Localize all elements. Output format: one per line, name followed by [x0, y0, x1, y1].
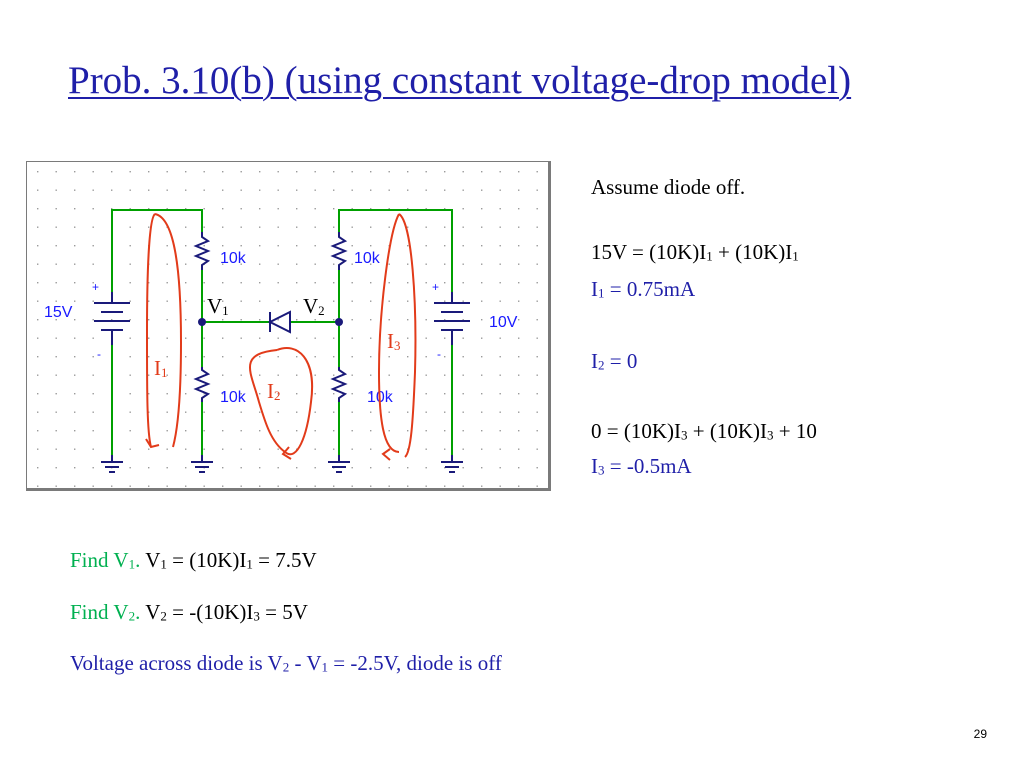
- ground-4: [441, 455, 463, 473]
- label-r-top-left: 10k: [220, 250, 247, 267]
- circuit-diagram: 15V 10V 10k 10k 10k 10k + - + - V1 V2: [26, 161, 552, 492]
- find-v2-line: Find V2. V2 = -(10K)I3 = 5V: [70, 600, 308, 624]
- label-node-v1: V1: [207, 294, 229, 318]
- equation-loop1: 15V = (10K)I1 + (10K)I1: [591, 240, 799, 264]
- label-loop-i1: I1: [154, 356, 168, 380]
- label-loop-i2: I2: [267, 379, 281, 403]
- loop-i1-path: [145, 213, 156, 448]
- node-v1-dot: [198, 318, 206, 326]
- assumption-text: Assume diode off.: [591, 175, 746, 199]
- resistor-top-left: [193, 232, 211, 270]
- loop-i3-arrowhead: [381, 448, 391, 461]
- loop-i1-arrowhead: [145, 438, 160, 449]
- slide-title: Prob. 3.10(b) (using constant voltage-dr…: [68, 59, 852, 102]
- diode-conclusion: Voltage across diode is V2 - V1 = -2.5V,…: [70, 651, 502, 675]
- loop-i3-return: [398, 213, 417, 458]
- resistor-bottom-right: [330, 367, 348, 402]
- loop-i1-return: [154, 213, 183, 448]
- result-i1: I1 = 0.75mA: [591, 277, 696, 301]
- label-node-v2: V2: [303, 294, 325, 318]
- node-v2-dot: [335, 318, 343, 326]
- label-15v: 15V: [44, 304, 73, 321]
- label-10v: 10V: [489, 314, 518, 331]
- ground-1: [101, 455, 123, 473]
- label-loop-i3: I3: [387, 329, 401, 353]
- equation-loop3: 0 = (10K)I3 + (10K)I3 + 10: [591, 419, 817, 443]
- battery-left: [94, 292, 130, 345]
- label-plus-right: +: [432, 280, 439, 294]
- circuit-schematic: 15V 10V 10k 10k 10k 10k + - + - V1 V2: [27, 162, 552, 492]
- result-i2: I2 = 0: [591, 349, 638, 373]
- loop-i3-path: [377, 213, 400, 453]
- current-loops: [145, 213, 417, 461]
- resistor-top-right: [330, 232, 348, 270]
- find-v1-line: Find V1. V1 = (10K)I1 = 7.5V: [70, 548, 317, 572]
- components: [94, 232, 470, 473]
- ground-2: [191, 455, 213, 473]
- resistor-bottom-left: [193, 367, 211, 402]
- diode: [267, 310, 291, 334]
- result-i3: I3 = -0.5mA: [591, 454, 692, 478]
- battery-right: [434, 292, 470, 345]
- page-number: 29: [973, 727, 987, 741]
- label-minus-right: -: [437, 347, 441, 361]
- label-plus-left: +: [92, 280, 99, 294]
- label-minus-left: -: [97, 347, 101, 361]
- label-r-top-right: 10k: [354, 250, 381, 267]
- loop-i2-arrowhead: [281, 446, 292, 460]
- ground-3: [328, 455, 350, 473]
- label-r-bottom-left: 10k: [220, 389, 247, 406]
